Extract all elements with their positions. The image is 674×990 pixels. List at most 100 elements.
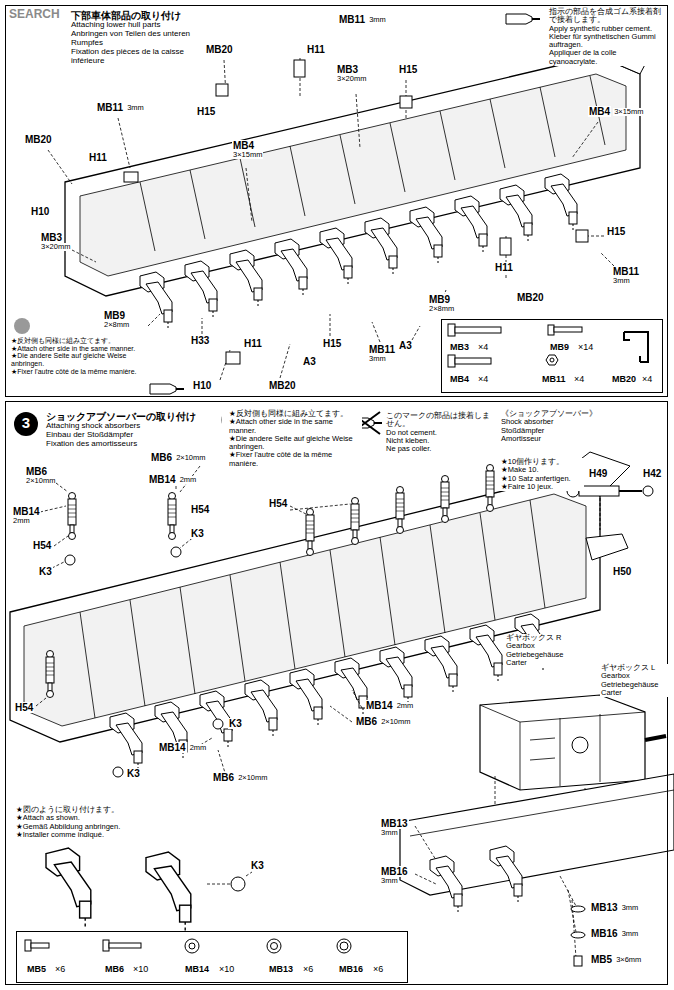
dimension: 2×10mm: [237, 774, 268, 782]
callout-number: MB14: [365, 700, 394, 711]
bracket-icon: [624, 332, 648, 362]
dimension: 3×15mm: [232, 151, 263, 159]
callout-number: MB14: [158, 742, 187, 753]
callout-number: H42: [642, 468, 662, 479]
shock-absorber: [396, 487, 404, 534]
k3-cap: [231, 877, 245, 891]
note-text: ★10 Satz anfertigen.: [500, 475, 584, 483]
hull-inner: [80, 74, 626, 276]
part-code: MB6: [105, 964, 124, 974]
suspension-arm: [140, 272, 172, 330]
dimension: 3×6mm: [615, 956, 642, 964]
step-number-circle: 3: [14, 412, 38, 436]
washer-icon: [337, 939, 351, 953]
part-count: ×4: [574, 374, 584, 384]
note-text: ★Die andere Seite auf gleiche Weise anbr…: [10, 352, 140, 367]
shock-eye-h42: [643, 486, 653, 496]
suspension-arm: [275, 239, 307, 297]
dimension: 3mm: [621, 904, 640, 912]
washer-icon: [267, 939, 281, 953]
note-text: 指示の部品を合成ゴム系接着剤で接着します。: [548, 8, 664, 25]
part-code: MB20: [612, 374, 636, 384]
screw-head: [25, 940, 31, 951]
screw-shaft: [31, 943, 49, 948]
callout-number: H11: [494, 262, 514, 273]
part-count: ×6: [303, 964, 313, 974]
screw-head: [103, 940, 109, 951]
cement-tube: [506, 14, 540, 24]
dimension: 3mm: [126, 104, 145, 112]
small-part: [226, 352, 240, 364]
note-text: Ne pas coller.: [385, 445, 493, 453]
callout-number: K3: [190, 528, 205, 539]
note-text: Apply synthetic rubber cement.: [548, 25, 664, 33]
callout-number: MB6: [212, 772, 235, 783]
part-code: MB13: [269, 964, 293, 974]
note-text: ★Die andere Seite auf gleiche Weise anbr…: [228, 435, 362, 452]
dimension: 2mm: [12, 517, 31, 525]
step-heading: ショックアブソーバーの取り付け: [46, 411, 221, 422]
leader-lines: [48, 58, 614, 380]
nut-hole: [550, 358, 554, 362]
part-code: MB16: [339, 964, 363, 974]
small-part: [500, 238, 511, 255]
suspension-arm: [320, 228, 352, 286]
shock-absorber: [351, 498, 359, 545]
washer-hole: [340, 942, 348, 950]
note-text: このマークの部品は接着しません。: [385, 412, 493, 429]
screw-shaft: [455, 358, 491, 364]
note-text: ★Make 10.: [500, 466, 584, 474]
screw-head: [548, 325, 554, 335]
k3-cap: [171, 547, 181, 557]
callout-number: MB14: [12, 506, 41, 517]
callout-number: H54: [190, 504, 210, 515]
watermark: SEARCH: [8, 8, 61, 21]
shock-absorber: [68, 493, 76, 540]
dimension: 3×20mm: [40, 243, 71, 251]
leader-lines: [36, 466, 362, 776]
suspension-arm: [290, 669, 322, 727]
callout-number: MB13: [380, 818, 409, 829]
callout-number: MB11: [612, 266, 640, 277]
callout-number: H15: [606, 226, 626, 237]
shock-absorber: [441, 476, 449, 523]
part-code: MB3: [450, 342, 469, 352]
note-text: Amortisseur: [500, 435, 612, 443]
small-part: [576, 230, 588, 242]
callout-number: K3: [38, 566, 53, 577]
screw-shaft: [109, 943, 141, 948]
inset-arm: [46, 848, 91, 929]
small-part: [400, 96, 412, 108]
washer-hole: [271, 943, 278, 950]
callout-number: MB11: [368, 344, 396, 355]
note-text: Getriebegehäuse: [505, 651, 587, 659]
callout-number: MB3: [40, 232, 63, 243]
part-code: MB14: [185, 964, 209, 974]
part-count: ×4: [478, 374, 488, 384]
part-count: ×10: [133, 964, 148, 974]
callout-number: H11: [243, 338, 263, 349]
note-text: Gearbox: [600, 672, 672, 680]
parts-list-box: MB3×4MB9×14MB4×4MB11×4MB20×4: [441, 319, 663, 393]
callout-number: MB6: [25, 466, 48, 477]
screw-icon: [574, 956, 582, 966]
callout-number: H15: [398, 64, 418, 75]
hull-floor: [65, 56, 640, 296]
part-code: MB11: [542, 374, 566, 384]
step-number: 3: [14, 415, 38, 432]
callout-number: H11: [306, 44, 326, 55]
suspension-arm: [155, 702, 187, 760]
note-text: ★Attach other side in the same manner.: [10, 345, 140, 353]
callout-number: A3: [398, 340, 413, 351]
part-count: ×6: [373, 964, 383, 974]
note-text: ★Fixer l'autre côté de la même manière.: [10, 368, 140, 376]
suspension-arm: [470, 625, 502, 683]
callout-number: H54: [268, 498, 288, 509]
callout-number: MB9: [428, 294, 451, 305]
motor-shaft: [645, 736, 666, 740]
step-heading-translation: Fixation des pièces de la caisse inférie…: [71, 48, 206, 66]
shock-absorber: [46, 651, 54, 698]
leader-lines: [206, 872, 252, 884]
note-text: Getriebegehäuse: [600, 681, 672, 689]
